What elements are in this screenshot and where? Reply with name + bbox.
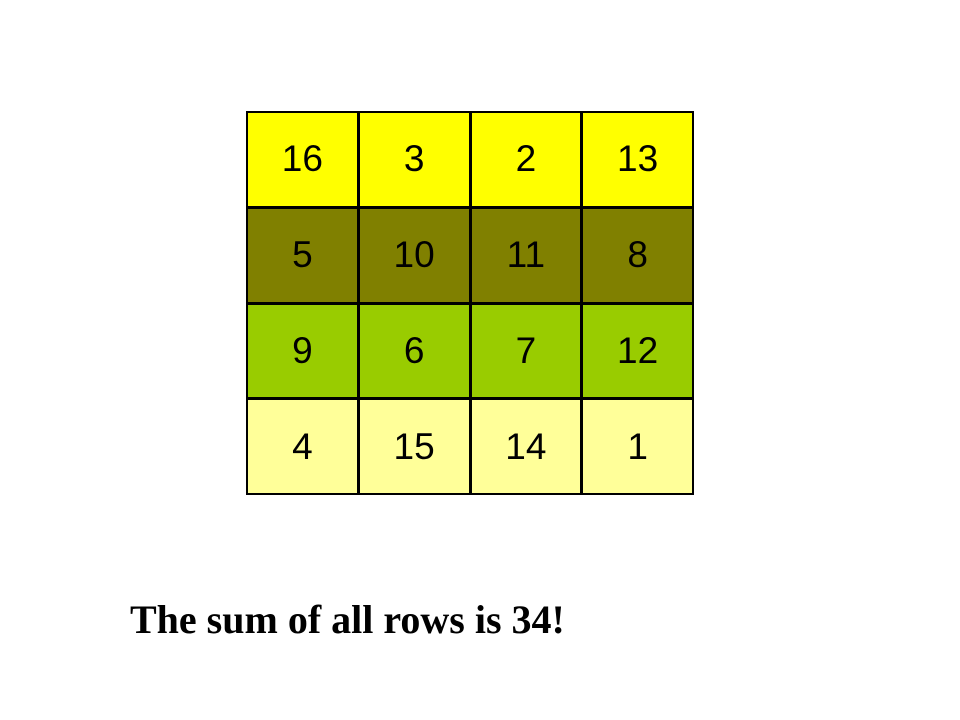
grid-cell: 11 xyxy=(471,208,581,302)
grid-cell: 12 xyxy=(583,304,692,398)
grid-cell: 8 xyxy=(583,208,692,302)
grid-cell: 6 xyxy=(359,304,469,398)
grid-cell: 10 xyxy=(359,208,469,302)
grid-cell: 5 xyxy=(248,208,357,302)
sum-caption: The sum of all rows is 34! xyxy=(130,597,565,642)
grid-cell: 3 xyxy=(359,113,469,206)
grid-cell: 13 xyxy=(583,113,692,206)
grid-cell: 7 xyxy=(471,304,581,398)
grid-cell: 9 xyxy=(248,304,357,398)
grid-cell: 16 xyxy=(248,113,357,206)
grid-cell: 2 xyxy=(471,113,581,206)
grid-cell: 1 xyxy=(583,400,692,493)
grid-cell: 4 xyxy=(248,400,357,493)
grid-cell: 15 xyxy=(359,400,469,493)
magic-square-grid: 16 3 2 13 5 10 11 8 9 6 7 12 4 15 14 1 xyxy=(246,111,694,495)
grid-cell: 14 xyxy=(471,400,581,493)
